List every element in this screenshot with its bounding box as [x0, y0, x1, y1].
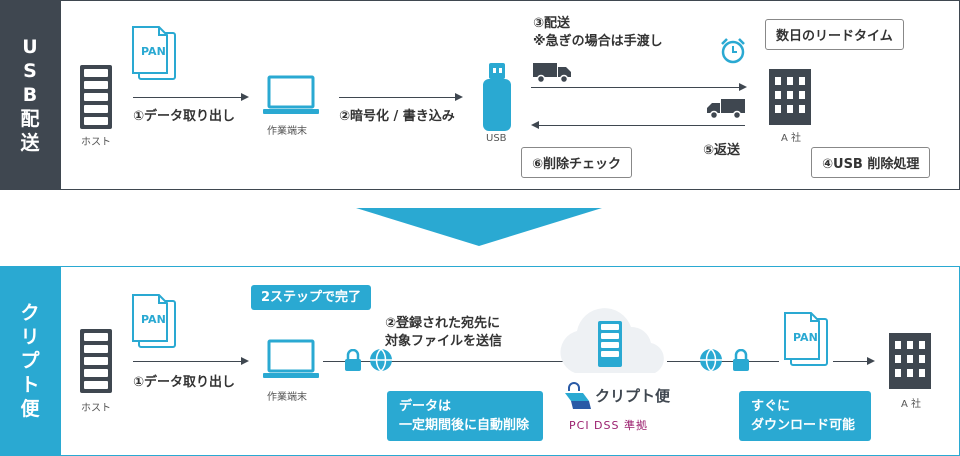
step6-callout: ⑥削除チェック — [521, 147, 633, 178]
auto-delete-line1: データは — [399, 399, 452, 414]
lead-time-callout: 数日のリードタイム — [765, 19, 904, 50]
return-arrow — [531, 121, 745, 129]
receive-line — [667, 361, 779, 362]
company-building-icon — [889, 333, 931, 389]
terminal-label: 作業端末 — [267, 126, 307, 137]
pan-label-2: PAN — [793, 331, 818, 344]
host-label: ホスト — [81, 403, 111, 414]
delivery-arrow — [531, 83, 747, 91]
step3-line1: ③配送 — [533, 16, 571, 31]
step2-line1: ②登録された宛先に — [385, 316, 501, 331]
laptop-icon — [263, 75, 319, 114]
crypt-section-title: クリプト便 — [20, 302, 42, 420]
crypt-section-sidebar: クリプト便 — [1, 267, 61, 455]
send-line — [323, 361, 563, 362]
step2-arrow — [339, 93, 463, 101]
laptop-icon — [263, 339, 319, 378]
to-company-arrow — [833, 357, 875, 365]
pan-document-icon — [132, 26, 176, 80]
auto-delete-line2: 一定期間後に自動削除 — [399, 418, 530, 433]
usb-section-sidebar: USB配送 — [1, 1, 61, 189]
step1-label: ①データ取り出し — [133, 109, 236, 124]
usb-section-title: USB配送 — [20, 36, 42, 154]
step2-line2: 対象ファイルを送信 — [385, 334, 503, 349]
step2-label: ②登録された宛先に 対象ファイルを送信 — [385, 315, 502, 351]
return-truck-icon — [707, 99, 745, 119]
crypt-server-icon — [598, 321, 622, 367]
step2-label: ②暗号化 / 書き込み — [339, 109, 455, 124]
usb-label: USB — [486, 133, 507, 144]
lock-icon-2 — [733, 349, 749, 371]
crypt-logo-icon — [565, 382, 591, 409]
company-building-icon — [769, 69, 811, 125]
step1-label: ①データ取り出し — [133, 375, 236, 390]
step1-arrow — [133, 357, 249, 365]
host-label: ホスト — [81, 137, 111, 148]
auto-delete-callout: データは 一定期間後に自動削除 — [387, 391, 543, 441]
host-server-icon — [80, 65, 112, 129]
pci-dss-label: PCI DSS 準拠 — [569, 419, 648, 432]
step3-label: ③配送 ※急ぎの場合は手渡し — [533, 15, 663, 51]
truck-icon — [533, 63, 571, 83]
transition-arrow-icon — [356, 208, 602, 246]
terminal-label: 作業端末 — [267, 392, 307, 403]
step3-line2: ※急ぎの場合は手渡し — [533, 34, 663, 49]
crypt-delivery-panel: クリプト便 ホスト PAN 2ステップで完了 ①データ取り出し 作業端末 ②登録… — [0, 266, 960, 456]
globe-icon-2 — [700, 348, 722, 372]
brand-name: クリプト便 — [595, 387, 671, 405]
usb-delivery-panel: USB配送 ホスト PAN ①データ取り出し 作業端末 ②暗号化 / 書き込み … — [0, 0, 960, 190]
step4-callout: ④USB 削除処理 — [811, 147, 931, 178]
download-line2: ダウンロード可能 — [751, 418, 856, 433]
pan-label: PAN — [141, 313, 166, 326]
lock-icon — [345, 349, 361, 371]
pan-label: PAN — [141, 45, 166, 58]
host-server-icon — [80, 329, 112, 393]
step1-arrow — [133, 93, 249, 101]
download-callout: すぐに ダウンロード可能 — [739, 391, 871, 441]
company-label: A 社 — [781, 133, 802, 144]
download-line1: すぐに — [751, 399, 791, 414]
pan-document-icon — [132, 294, 176, 348]
step5-label: ⑤返送 — [703, 143, 741, 158]
alarm-clock-icon — [721, 38, 745, 64]
usb-stick-icon — [483, 63, 511, 131]
pan-document-icon-2 — [784, 312, 828, 366]
company-label: A 社 — [901, 399, 922, 410]
globe-icon — [370, 348, 392, 372]
two-steps-badge: 2ステップで完了 — [251, 285, 372, 310]
